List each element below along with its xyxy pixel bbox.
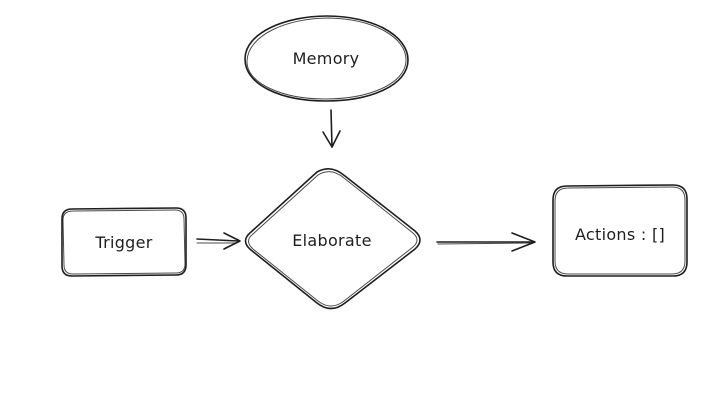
edge-memory-to-elaborate [322, 109, 341, 148]
edge-elaborate-to-actions [436, 232, 536, 252]
trigger-node: Trigger [61, 207, 187, 277]
actions-label: Actions : [] [575, 225, 665, 244]
trigger-box-sketch [62, 209, 186, 275]
memory-label: Memory [293, 49, 360, 68]
actions-box [552, 184, 688, 277]
actions-box-sketch [554, 186, 686, 275]
elaborate-diamond [244, 168, 421, 310]
memory-ellipse [244, 15, 409, 102]
actions-node: Actions : [] [552, 184, 688, 277]
elaborate-diamond-sketch [248, 171, 418, 307]
trigger-box [61, 207, 187, 277]
memory-node: Memory [244, 15, 409, 102]
actions-arrow-head [511, 232, 536, 252]
trigger-arrow-shaft [196, 238, 239, 242]
actions-arrow-shaft-sketch [437, 242, 532, 245]
memory-arrow-head [322, 130, 341, 148]
edge-trigger-to-elaborate [196, 232, 241, 250]
memory-ellipse-sketch [246, 17, 407, 100]
trigger-arrow-head [223, 232, 241, 250]
elaborate-node: Elaborate [244, 168, 421, 310]
trigger-label: Trigger [94, 233, 152, 252]
memory-arrow-shaft [330, 109, 333, 148]
elaborate-label: Elaborate [292, 231, 372, 250]
